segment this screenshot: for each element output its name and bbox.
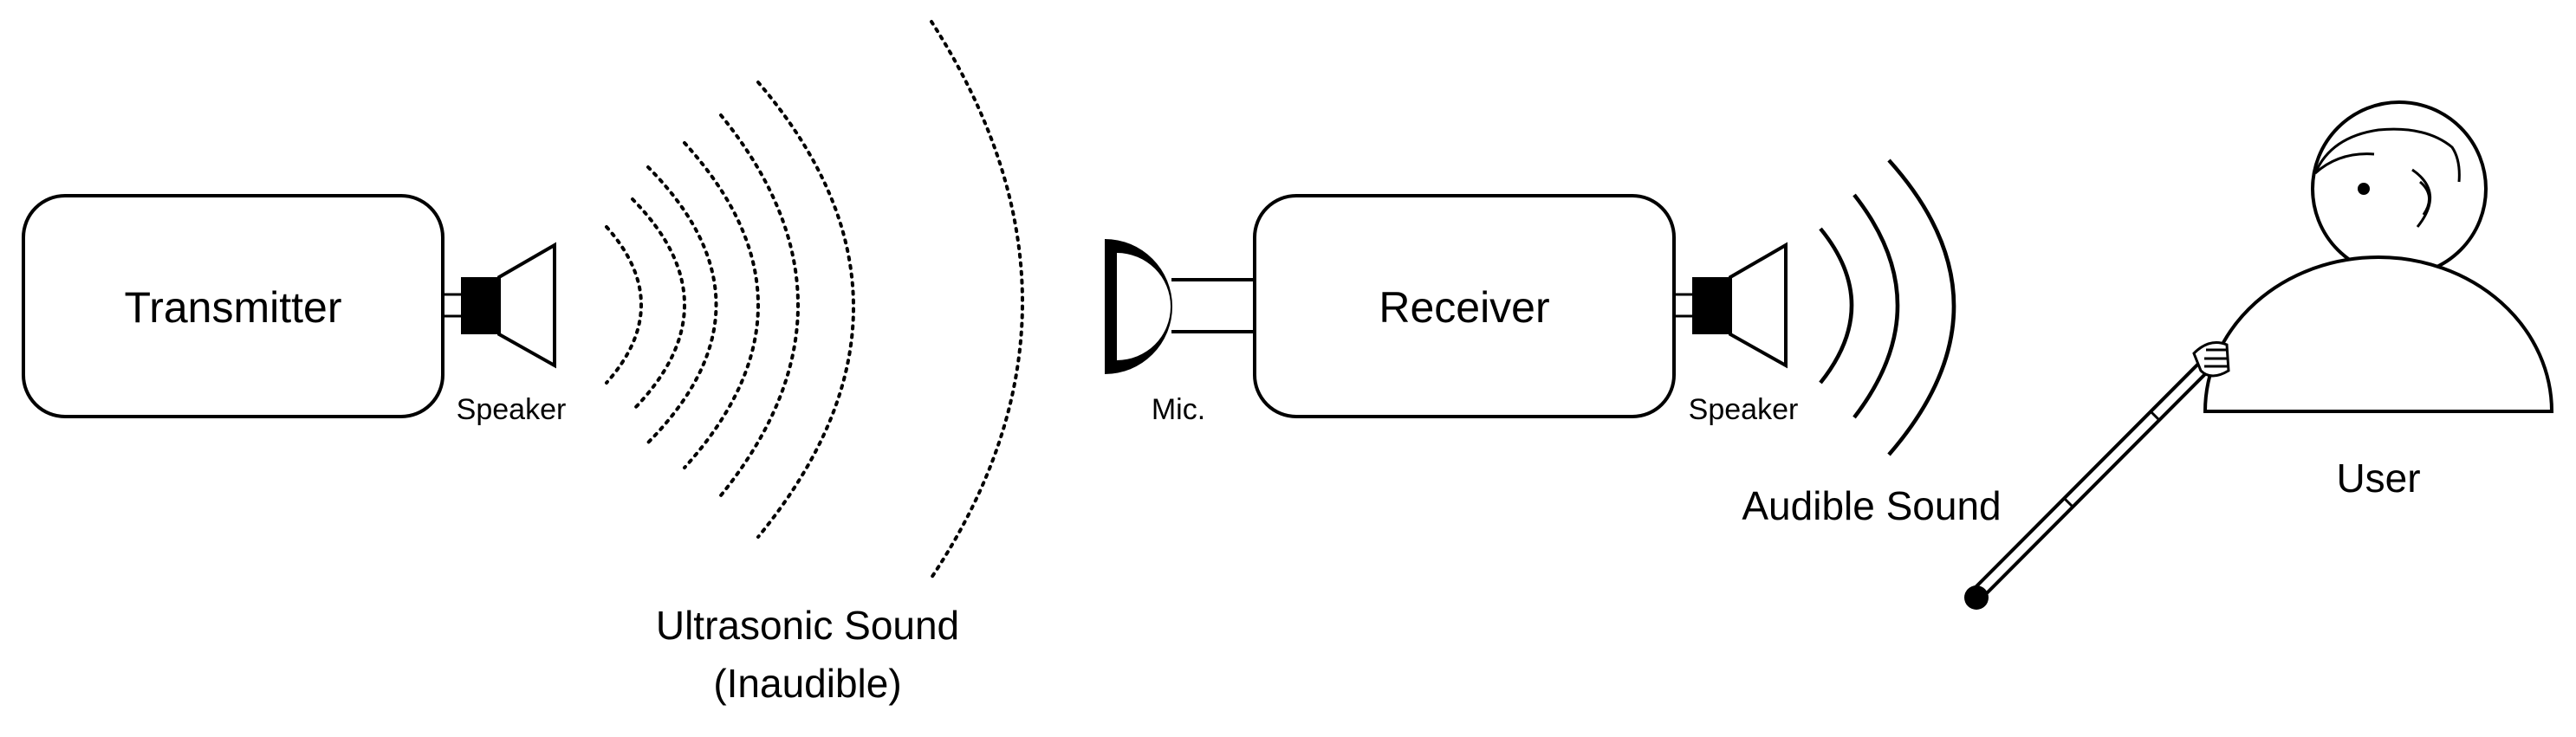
ultrasonic-wave-2 — [631, 197, 686, 412]
user-figure: User — [1964, 100, 2554, 610]
ultrasonic-label-line1: Ultrasonic Sound — [656, 603, 959, 648]
transmitter-label: Transmitter — [125, 283, 342, 332]
transmitter-speaker-label: Speaker — [457, 393, 567, 426]
audible-wave-1 — [1819, 227, 1854, 385]
transmitter-box — [22, 194, 444, 418]
audible-label: Audible Sound — [1742, 483, 2001, 528]
user-hair — [2313, 127, 2461, 183]
mic-label: Mic. — [1152, 393, 1205, 426]
user-label: User — [2336, 456, 2420, 501]
microphone: Mic. — [1105, 239, 1255, 426]
ultrasonic-label-line2: (Inaudible) — [713, 661, 901, 706]
receiver-speaker: Speaker — [1674, 242, 1799, 426]
audible-wave-3 — [1887, 158, 1956, 456]
user-hand — [2192, 341, 2230, 378]
receiver-block: Receiver — [1253, 194, 1676, 418]
ultrasonic-wave-5 — [719, 113, 800, 497]
speaker-magnet-icon — [461, 277, 499, 334]
receiver-box — [1253, 194, 1676, 418]
speaker-cone-icon — [497, 242, 556, 369]
cane-tip — [1964, 585, 1989, 610]
user-hair-detail — [2314, 152, 2375, 175]
mic-inner-icon — [1117, 253, 1171, 360]
user-body — [2203, 255, 2554, 413]
ultrasonic-wave-3 — [646, 165, 718, 444]
user-ear-inner — [2418, 180, 2430, 216]
audible-wave-2 — [1853, 193, 1900, 419]
receiver-label: Receiver — [1379, 283, 1549, 332]
receiver-speaker-cone-icon — [1729, 242, 1788, 369]
ultrasonic-wave-7 — [930, 20, 1024, 579]
ultrasonic-wave-1 — [605, 225, 643, 385]
user-ear-outer — [2411, 168, 2431, 228]
transmitter-speaker: Speaker — [443, 242, 567, 426]
receiver-speaker-magnet-icon — [1692, 277, 1730, 334]
user-eye — [2358, 183, 2370, 195]
ultrasonic-wave-6 — [756, 81, 855, 539]
receiver-speaker-label: Speaker — [1689, 393, 1799, 426]
ultrasonic-waves: Ultrasonic Sound (Inaudible) — [605, 20, 1024, 706]
audible-waves: Audible Sound — [1742, 158, 2002, 528]
white-cane-icon — [1964, 349, 2222, 610]
ultrasonic-wave-4 — [683, 141, 760, 469]
transmitter-block: Transmitter — [22, 194, 444, 418]
